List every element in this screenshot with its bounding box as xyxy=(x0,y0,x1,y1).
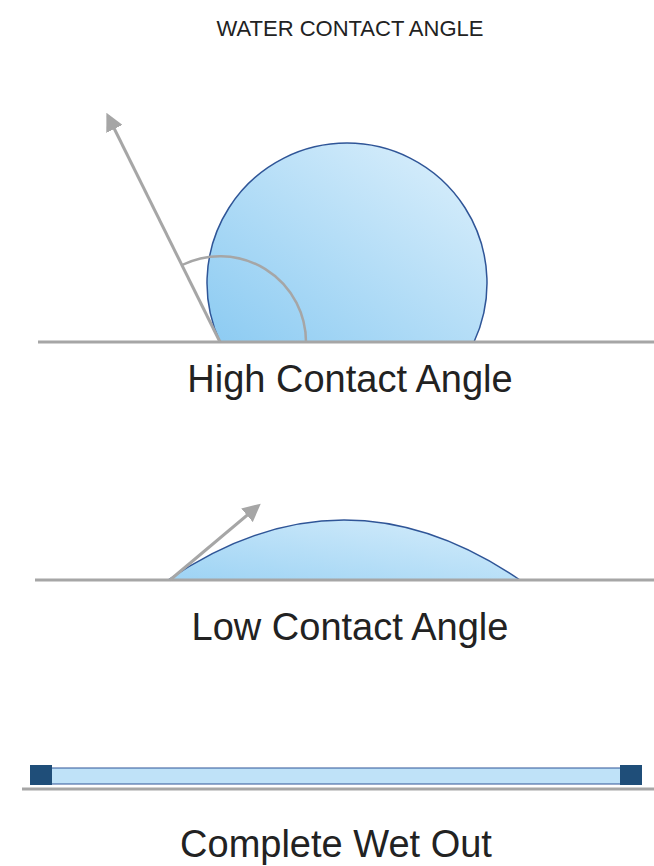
angle-arc xyxy=(182,256,306,342)
diagram-title: WATER CONTACT ANGLE xyxy=(217,16,484,41)
water-drop xyxy=(207,143,487,342)
tangent-arrow xyxy=(108,116,220,342)
caption-label: Complete Wet Out xyxy=(180,823,492,866)
surface-line xyxy=(38,341,654,344)
water-film xyxy=(40,768,626,784)
caption-label: High Contact Angle xyxy=(187,358,512,402)
surface-line xyxy=(22,788,654,791)
caption-label: Low Contact Angle xyxy=(192,606,509,650)
surface-line xyxy=(35,579,654,582)
tangent-arrow xyxy=(170,506,258,580)
water-drop xyxy=(168,520,520,580)
film-edge xyxy=(620,765,642,785)
film-edge xyxy=(30,765,52,785)
